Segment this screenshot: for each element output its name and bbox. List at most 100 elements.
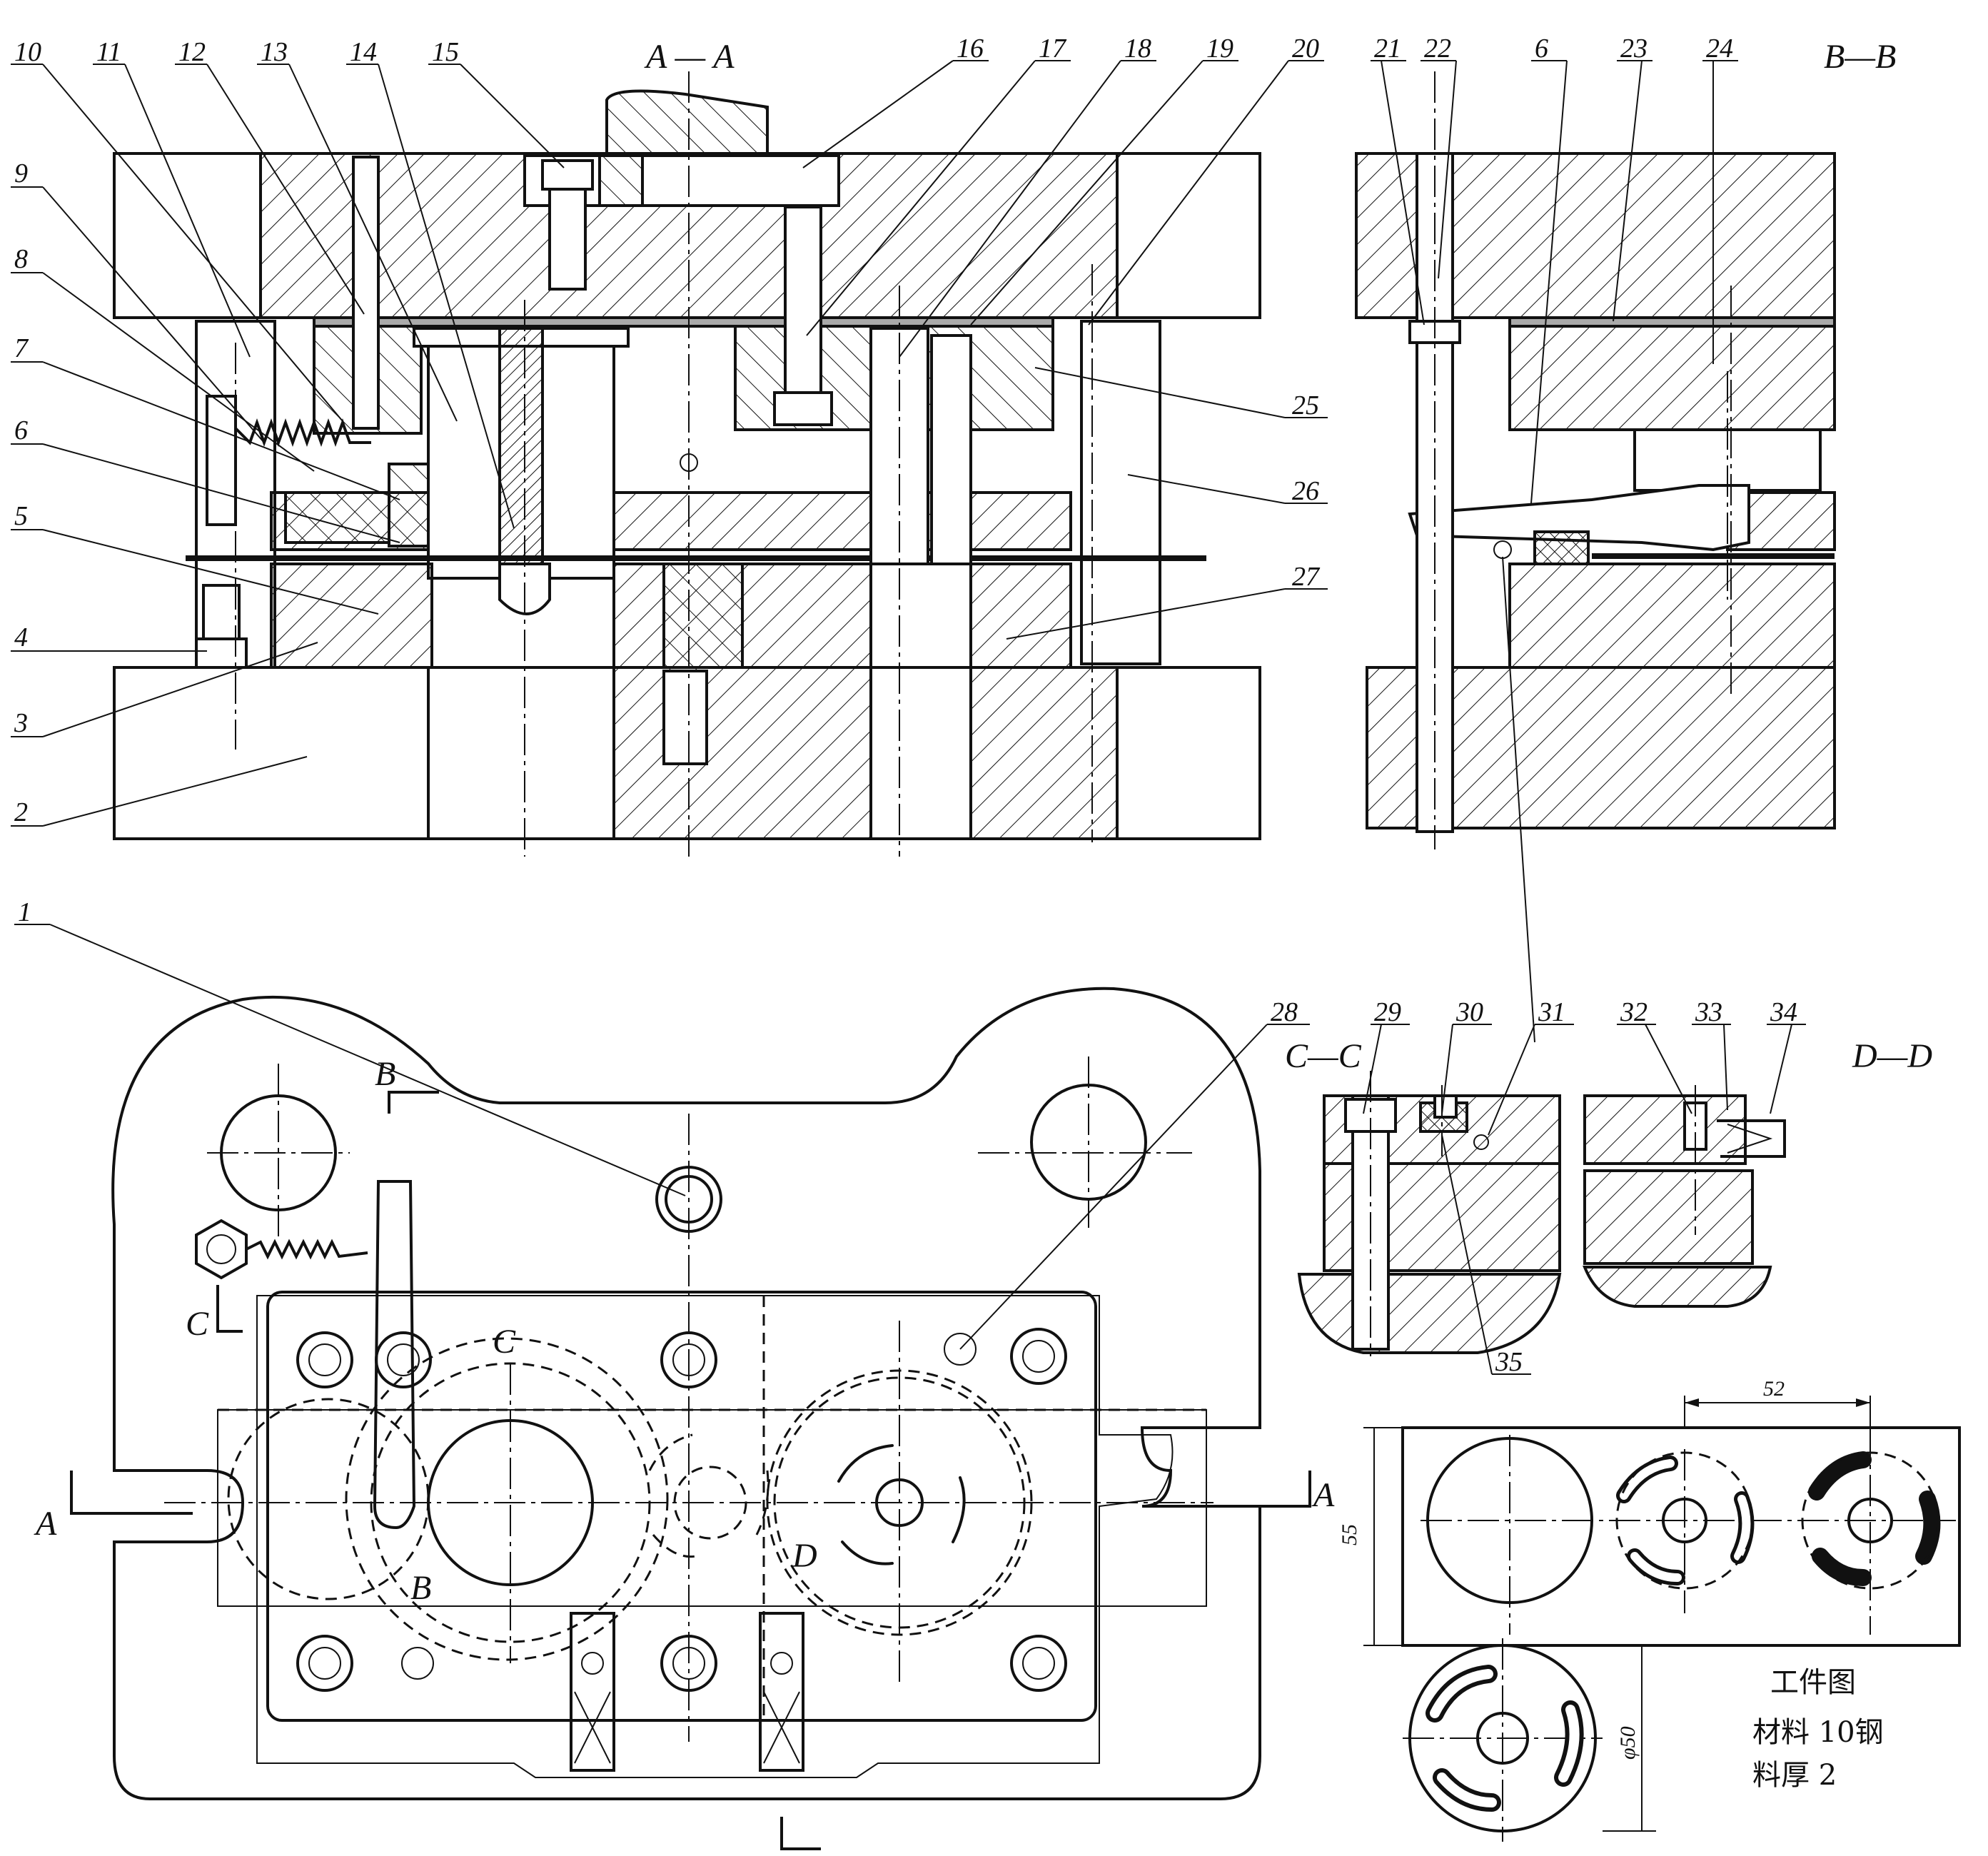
callout-1: 1 bbox=[18, 897, 31, 927]
cc-lower-shoe bbox=[1297, 1273, 1562, 1354]
plan-side-pushers bbox=[570, 1612, 804, 1772]
die-insert bbox=[662, 563, 744, 669]
callout-31: 31 bbox=[1538, 997, 1565, 1027]
workpiece-title: 工件图 bbox=[1770, 1666, 1856, 1699]
strip-layout bbox=[1401, 1426, 1961, 1647]
bb-punch-holder bbox=[1508, 325, 1836, 431]
plan-view: A A B B C C D 1 28 bbox=[14, 897, 1335, 1850]
plan-strip-path bbox=[217, 1409, 1207, 1607]
cut-mark-b-top: B bbox=[375, 1055, 395, 1093]
plan-stop-lever bbox=[373, 1180, 416, 1530]
callout-30: 30 bbox=[1455, 997, 1483, 1027]
callout-13: 13 bbox=[261, 37, 288, 67]
callout-3: 3 bbox=[14, 708, 28, 738]
view-title-cc: C—C bbox=[1285, 1037, 1362, 1075]
callout-29: 29 bbox=[1374, 997, 1401, 1027]
bb-stop-block bbox=[1533, 530, 1590, 565]
callout-24: 24 bbox=[1706, 34, 1733, 64]
section-dd-view: D—D 32 33 34 bbox=[1583, 997, 1932, 1308]
callouts-top: 10 11 12 13 14 15 16 17 18 19 20 bbox=[11, 34, 1324, 529]
die-shank bbox=[605, 89, 769, 155]
callout-25: 25 bbox=[1292, 390, 1319, 420]
callout-6: 6 bbox=[14, 415, 28, 445]
bb-stop-lever bbox=[1408, 484, 1750, 552]
strip-slots bbox=[1616, 1451, 1941, 1586]
cut-mark-b-bottom: B bbox=[410, 1569, 431, 1607]
callout-19: 19 bbox=[1206, 34, 1233, 64]
cut-mark-a-left: A bbox=[34, 1505, 57, 1543]
callouts-cc: 29 30 31 35 bbox=[1363, 997, 1574, 1377]
callout-33: 33 bbox=[1695, 997, 1722, 1027]
dim-phi50: φ50 bbox=[1616, 1726, 1640, 1760]
callout-34: 34 bbox=[1770, 997, 1797, 1027]
dowel-pin-12 bbox=[352, 156, 380, 430]
view-title-aa: A — A bbox=[644, 38, 735, 76]
view-title-bb: B—B bbox=[1824, 38, 1896, 76]
workpiece-thickness: 料厚 2 bbox=[1752, 1759, 1837, 1792]
callout-26: 26 bbox=[1292, 476, 1319, 506]
callout-15: 15 bbox=[432, 37, 459, 67]
callout-23: 23 bbox=[1620, 34, 1648, 64]
callout-20: 20 bbox=[1292, 34, 1319, 64]
bb-die-plate bbox=[1508, 563, 1836, 669]
section-cc-view: C—C 29 30 31 35 bbox=[1285, 997, 1574, 1377]
plan-die-plate bbox=[266, 1291, 1097, 1722]
plan-hex-nut bbox=[195, 1219, 248, 1280]
callout-27: 27 bbox=[1292, 562, 1321, 592]
workpiece-drawing: 55 52 bbox=[1338, 1377, 1961, 1842]
dd-stripper bbox=[1583, 1094, 1747, 1165]
bb-guide-post bbox=[1416, 152, 1454, 833]
plan-spring bbox=[246, 1239, 368, 1260]
callout-18: 18 bbox=[1124, 34, 1151, 64]
callout-7: 7 bbox=[14, 333, 29, 363]
callout-21: 21 bbox=[1374, 34, 1401, 64]
stop-lever-post bbox=[206, 395, 237, 526]
plan-die-set-outline bbox=[111, 987, 1261, 1800]
screw-16 bbox=[784, 206, 822, 394]
upper-guide-boss-right bbox=[1116, 152, 1261, 319]
callout-10: 10 bbox=[14, 37, 41, 67]
dim-52: 52 bbox=[1763, 1377, 1785, 1401]
view-title-dd: D—D bbox=[1852, 1037, 1932, 1075]
callout-12: 12 bbox=[178, 37, 206, 67]
spring bbox=[234, 418, 371, 447]
callout-17: 17 bbox=[1039, 34, 1067, 64]
callouts-dd: 32 33 34 bbox=[1617, 997, 1806, 1114]
backing-plate bbox=[313, 316, 1054, 328]
callouts-left: 9 8 7 6 5 4 3 2 bbox=[11, 158, 400, 827]
cut-mark-c-mid: C bbox=[493, 1323, 516, 1361]
stop-block bbox=[388, 463, 430, 548]
callout-14: 14 bbox=[350, 37, 377, 67]
section-bb-view: B—B 21 22 6 23 24 bbox=[1355, 34, 1896, 1043]
cut-mark-c-left: C bbox=[186, 1305, 209, 1343]
callout-22: 22 bbox=[1424, 34, 1451, 64]
callout-2: 2 bbox=[14, 797, 28, 827]
callout-28: 28 bbox=[1271, 997, 1298, 1027]
stripper-plate bbox=[612, 491, 1072, 551]
callout-8: 8 bbox=[14, 244, 28, 274]
callout-32: 32 bbox=[1620, 997, 1648, 1027]
dd-lower-shoe bbox=[1583, 1266, 1772, 1308]
callout-6-bb: 6 bbox=[1535, 34, 1548, 64]
dd-pusher bbox=[1717, 1119, 1786, 1158]
plan-arc-slots bbox=[648, 1433, 966, 1565]
callout-9: 9 bbox=[14, 158, 28, 188]
callouts-bb: 21 22 6 23 24 bbox=[1371, 34, 1738, 504]
section-aa-view: A — A bbox=[11, 34, 1328, 857]
callout-35: 35 bbox=[1495, 1347, 1523, 1377]
callouts-right: 25 26 27 bbox=[1006, 367, 1328, 640]
strip-material bbox=[186, 555, 1206, 561]
die-screw-hole bbox=[662, 670, 708, 765]
callout-16: 16 bbox=[957, 34, 984, 64]
dim-55: 55 bbox=[1338, 1524, 1361, 1545]
dd-die-plate bbox=[1583, 1169, 1754, 1265]
guide-post-right bbox=[1080, 320, 1161, 665]
callout-4: 4 bbox=[14, 622, 28, 652]
cut-mark-a-right: A bbox=[1311, 1476, 1335, 1514]
guide-rail-left bbox=[270, 563, 433, 669]
cut-mark-d-mid: D bbox=[792, 1537, 817, 1575]
workpiece-material: 材料 10钢 bbox=[1752, 1716, 1884, 1749]
callout-11: 11 bbox=[96, 37, 121, 67]
finished-part-slots bbox=[1426, 1665, 1584, 1812]
